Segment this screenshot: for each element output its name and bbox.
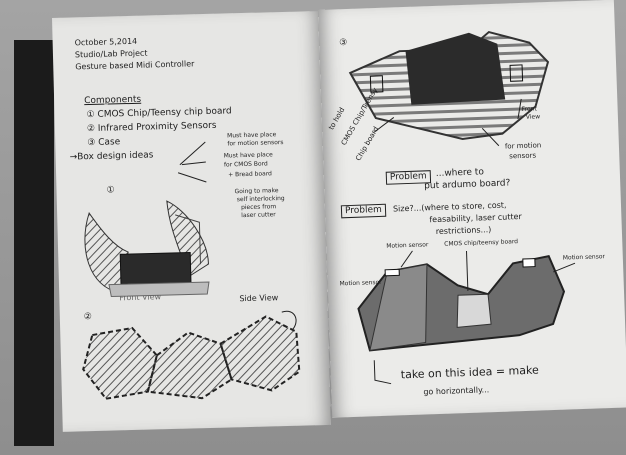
motion-note: for motion <box>505 142 542 151</box>
notebook-cover <box>14 40 54 446</box>
sensor-slot <box>385 269 399 275</box>
left-page: October 5,2014 Studio/Lab Project Gestur… <box>52 11 331 432</box>
problem-label: Problem <box>341 204 386 219</box>
front-box <box>120 252 191 284</box>
conclusion-arrow <box>374 360 391 385</box>
case-top-dark <box>405 32 505 105</box>
front-view-label: View <box>526 114 540 121</box>
base-shadow <box>109 282 209 297</box>
front-view-label: Front <box>522 106 537 113</box>
left-sketches <box>52 11 331 432</box>
problem-text: ...where to <box>436 168 484 179</box>
motion-note: sensors <box>509 152 536 160</box>
hexagon-row <box>82 316 300 402</box>
board-opening <box>456 294 491 327</box>
note-arrow <box>177 142 206 183</box>
right-page: ③ to hold CMOS Chip/Teensy Chip boa <box>318 0 626 418</box>
sensor-slot <box>523 259 535 267</box>
